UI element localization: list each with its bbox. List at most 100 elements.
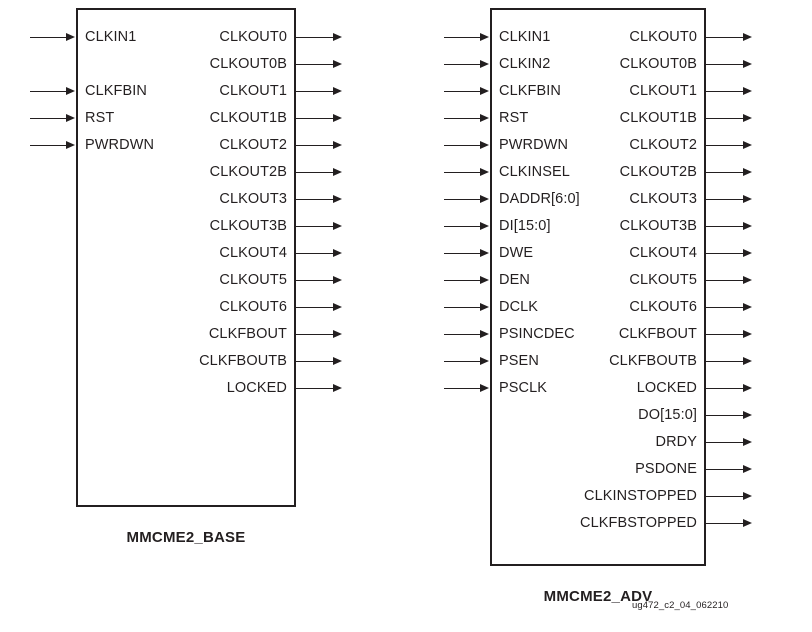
output-pin-label: CLKFBOUT — [618, 326, 697, 342]
input-pin-label: PWRDWN — [499, 137, 569, 153]
output-wire — [706, 361, 743, 362]
output-wire — [706, 226, 743, 227]
output-arrow-icon — [743, 221, 752, 230]
input-pin-label: CLKIN1 — [499, 29, 551, 45]
input-pin-label: DWE — [499, 245, 534, 261]
input-arrow-icon — [66, 32, 75, 41]
input-pin-label: CLKIN2 — [499, 56, 551, 72]
output-wire — [706, 523, 743, 524]
output-wire — [296, 388, 333, 389]
output-arrow-icon — [743, 464, 752, 473]
output-pin-label: CLKOUT2 — [629, 137, 697, 153]
output-pin-label: DO[15:0] — [638, 407, 697, 423]
input-wire — [444, 334, 481, 335]
output-wire — [706, 469, 743, 470]
output-arrow-icon — [743, 167, 752, 176]
input-arrow-icon — [480, 140, 489, 149]
input-arrow-icon — [480, 167, 489, 176]
output-arrow-icon — [743, 32, 752, 41]
output-pin-label: CLKFBOUTB — [609, 353, 697, 369]
output-arrow-icon — [333, 383, 342, 392]
input-wire — [444, 37, 481, 38]
input-pin-label: PSEN — [499, 353, 539, 369]
output-wire — [706, 496, 743, 497]
output-arrow-icon — [743, 410, 752, 419]
input-wire — [444, 118, 481, 119]
output-wire — [706, 172, 743, 173]
output-wire — [296, 64, 333, 65]
input-wire — [444, 307, 481, 308]
block-caption: MMCME2_BASE — [126, 529, 246, 546]
output-arrow-icon — [333, 275, 342, 284]
output-pin-label: CLKOUT4 — [629, 245, 697, 261]
output-pin-label: CLKFBSTOPPED — [580, 515, 697, 531]
input-pin-label: CLKIN1 — [85, 29, 137, 45]
input-wire — [444, 91, 481, 92]
input-pin-label: DEN — [499, 272, 530, 288]
output-arrow-icon — [743, 356, 752, 365]
input-pin-label: CLKFBIN — [85, 83, 147, 99]
output-wire — [706, 307, 743, 308]
output-wire — [296, 334, 333, 335]
output-wire — [706, 199, 743, 200]
input-wire — [444, 388, 481, 389]
output-arrow-icon — [743, 275, 752, 284]
output-arrow-icon — [333, 59, 342, 68]
output-wire — [706, 118, 743, 119]
output-wire — [706, 253, 743, 254]
output-arrow-icon — [743, 329, 752, 338]
output-wire — [706, 37, 743, 38]
input-wire — [444, 226, 481, 227]
input-pin-label: RST — [499, 110, 529, 126]
output-pin-label: LOCKED — [636, 380, 697, 396]
input-arrow-icon — [480, 194, 489, 203]
input-arrow-icon — [480, 329, 489, 338]
output-pin-label: CLKOUT0B — [209, 56, 287, 72]
output-arrow-icon — [333, 221, 342, 230]
output-pin-label: PSDONE — [635, 461, 697, 477]
output-arrow-icon — [743, 59, 752, 68]
input-wire — [444, 199, 481, 200]
input-pin-label: DI[15:0] — [499, 218, 551, 234]
output-arrow-icon — [743, 86, 752, 95]
output-arrow-icon — [743, 140, 752, 149]
output-wire — [706, 145, 743, 146]
output-wire — [706, 91, 743, 92]
output-wire — [706, 415, 743, 416]
output-wire — [296, 37, 333, 38]
input-wire — [444, 145, 481, 146]
output-arrow-icon — [333, 329, 342, 338]
output-arrow-icon — [743, 518, 752, 527]
output-arrow-icon — [743, 491, 752, 500]
output-pin-label: CLKFBOUTB — [199, 353, 287, 369]
output-arrow-icon — [333, 32, 342, 41]
input-wire — [444, 253, 481, 254]
output-arrow-icon — [333, 113, 342, 122]
output-wire — [296, 253, 333, 254]
output-arrow-icon — [743, 113, 752, 122]
output-arrow-icon — [743, 383, 752, 392]
block-caption: MMCME2_ADV — [543, 588, 653, 605]
input-pin-label: CLKFBIN — [499, 83, 561, 99]
output-pin-label: CLKFBOUT — [208, 326, 287, 342]
output-wire — [706, 280, 743, 281]
output-pin-label: CLKOUT4 — [219, 245, 287, 261]
output-pin-label: CLKOUT3B — [619, 218, 697, 234]
output-pin-label: CLKOUT5 — [219, 272, 287, 288]
input-arrow-icon — [480, 59, 489, 68]
output-arrow-icon — [333, 86, 342, 95]
output-pin-label: CLKOUT1 — [219, 83, 287, 99]
input-wire — [444, 172, 481, 173]
figure-reference-code: ug472_c2_04_062210 — [632, 600, 729, 611]
output-pin-label: CLKOUT0B — [619, 56, 697, 72]
output-arrow-icon — [333, 167, 342, 176]
output-pin-label: CLKOUT3 — [219, 191, 287, 207]
input-pin-label: RST — [85, 110, 115, 126]
block-mmcme2-adv — [490, 8, 706, 566]
output-pin-label: CLKOUT0 — [629, 29, 697, 45]
input-wire — [444, 361, 481, 362]
input-wire — [444, 280, 481, 281]
output-pin-label: CLKOUT3 — [629, 191, 697, 207]
output-pin-label: CLKOUT2 — [219, 137, 287, 153]
